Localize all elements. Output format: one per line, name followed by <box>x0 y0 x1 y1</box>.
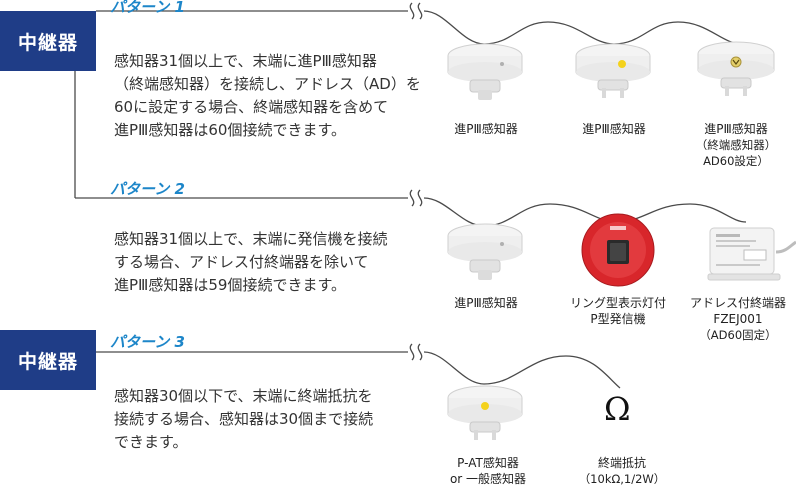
relay-label: 中継器 <box>17 31 78 54</box>
addressed-terminator-icon <box>707 227 796 281</box>
smoke-detector-icon <box>447 43 523 100</box>
description-line: 60に設定する場合、終端感知器を含めて <box>114 98 389 116</box>
relay-label: 中継器 <box>17 350 78 373</box>
description-line: できます。 <box>114 433 188 451</box>
pattern-2-device-2-caption: リング型表示灯付 P型発信機 <box>560 295 676 327</box>
pattern-2-wire-b <box>483 203 617 227</box>
smoke-detector-led-icon <box>575 43 651 98</box>
device-caption-line: 進PⅢ感知器 <box>704 122 768 136</box>
pattern-2-device-3-caption: アドレス付終端器 FZEJ001 （AD60固定） <box>682 295 794 343</box>
pat-detector-icon <box>447 385 523 440</box>
description-line: 接続する場合、感知器は30個まで接続 <box>114 410 374 428</box>
description-line: 感知器31個以上で、末端に発信機を接続 <box>114 230 388 248</box>
device-caption-line: P-AT感知器 <box>457 456 519 470</box>
description-line: 進PⅢ感知器は60個接続できます。 <box>114 121 346 139</box>
device-caption-line: （終端感知器） <box>695 138 777 152</box>
resistor-omega-icon: Ω <box>604 390 631 428</box>
relay-box-top: 中継器 <box>0 11 96 71</box>
pattern-3-title: パターン 3 <box>110 333 185 351</box>
pattern-1-title: パターン 1 <box>110 0 185 16</box>
device-caption-line: or 一般感知器 <box>449 472 527 486</box>
pattern-3-device-1-caption: P-AT感知器 or 一般感知器 <box>436 455 540 487</box>
pattern-1-device-1-caption: 進PⅢ感知器 <box>446 121 526 137</box>
device-caption-line: （AD60固定） <box>699 328 777 342</box>
pattern-3-wire-a <box>423 351 485 385</box>
pattern-1-wire-c <box>613 21 743 45</box>
pattern-2-wire-c <box>615 203 747 223</box>
description-line: 感知器31個以上で、末端に進PⅢ感知器 <box>114 52 377 70</box>
description-line: 感知器30個以下で、末端に終端抵抗を <box>114 387 373 405</box>
device-caption-line: 進PⅢ感知器 <box>454 296 518 310</box>
pattern-1-wire-b <box>483 21 615 45</box>
smoke-detector-icon <box>447 223 523 280</box>
device-caption-line: アドレス付終端器 <box>689 296 786 310</box>
device-caption-line: FZEJ001 <box>713 312 763 326</box>
device-caption-line: P型発信機 <box>590 312 646 326</box>
description-line: する場合、アドレス付終端器を除いて <box>114 253 369 271</box>
pattern-1-break-mark <box>409 2 423 20</box>
pattern-2-description: 感知器31個以上で、末端に発信機を接続 する場合、アドレス付終端器を除いて 進P… <box>114 228 444 297</box>
relay-box-bottom: 中継器 <box>0 330 96 390</box>
pattern-1-wire-a <box>423 10 485 45</box>
device-caption-line: リング型表示灯付 <box>569 296 666 310</box>
pattern-2-device-1-caption: 進PⅢ感知器 <box>446 295 526 311</box>
description-line: 進PⅢ感知器は59個接続できます。 <box>114 276 346 294</box>
pattern-2-title: パターン 2 <box>110 180 185 198</box>
pattern-2-break-mark <box>409 189 423 207</box>
description-line: （終端感知器）を接続し、アドレス（AD）を <box>114 75 421 93</box>
device-caption-line: 進PⅢ感知器 <box>582 122 646 136</box>
pattern-1-device-3-caption: 進PⅢ感知器 （終端感知器） AD60設定） <box>692 121 780 169</box>
pattern-3-device-2-caption: 終端抵抗 （10kΩ,1/2W） <box>566 455 678 487</box>
device-caption-line: 終端抵抗 <box>597 456 646 470</box>
device-caption-line: AD60設定） <box>703 154 769 168</box>
pattern-3-break-mark <box>409 343 423 361</box>
device-caption-line: （10kΩ,1/2W） <box>578 472 666 486</box>
terminal-detector-icon <box>697 41 775 96</box>
pattern-1-description: 感知器31個以上で、末端に進PⅢ感知器 （終端感知器）を接続し、アドレス（AD）… <box>114 50 444 142</box>
ring-indicator-transmitter-icon <box>581 213 655 287</box>
pattern-3-wire-b <box>483 355 621 389</box>
device-caption-line: 進PⅢ感知器 <box>454 122 518 136</box>
pattern-1-device-2-caption: 進PⅢ感知器 <box>574 121 654 137</box>
pattern-3-description: 感知器30個以下で、末端に終端抵抗を 接続する場合、感知器は30個まで接続 でき… <box>114 385 444 454</box>
